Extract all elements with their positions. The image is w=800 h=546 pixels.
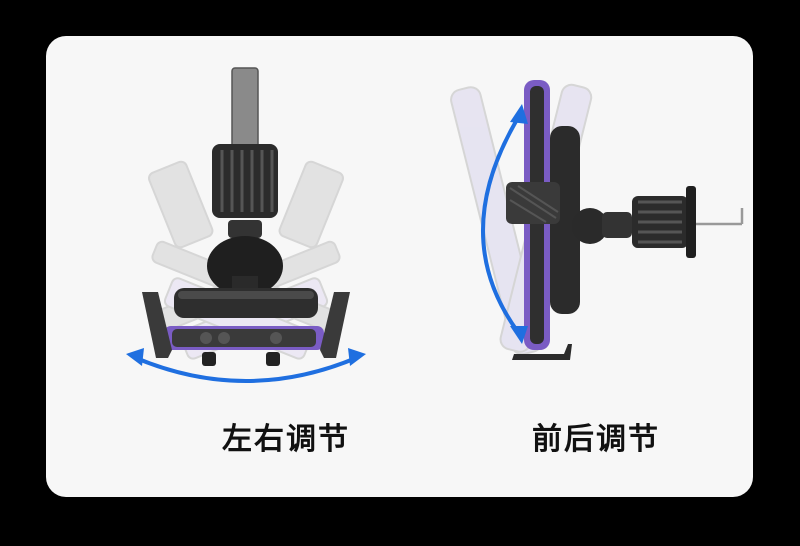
front-back-adjust-caption: 前后调节 (532, 422, 660, 457)
phone-mount-front-illustration (126, 67, 366, 383)
product-card: 左右调节 (46, 36, 753, 497)
left-right-adjust-caption: 左右调节 (222, 422, 350, 457)
phone-mount-side-illustration (450, 80, 744, 360)
front-back-adjust-panel: 前后调节 (386, 36, 753, 497)
left-right-adjust-panel: 左右调节 (46, 36, 386, 497)
